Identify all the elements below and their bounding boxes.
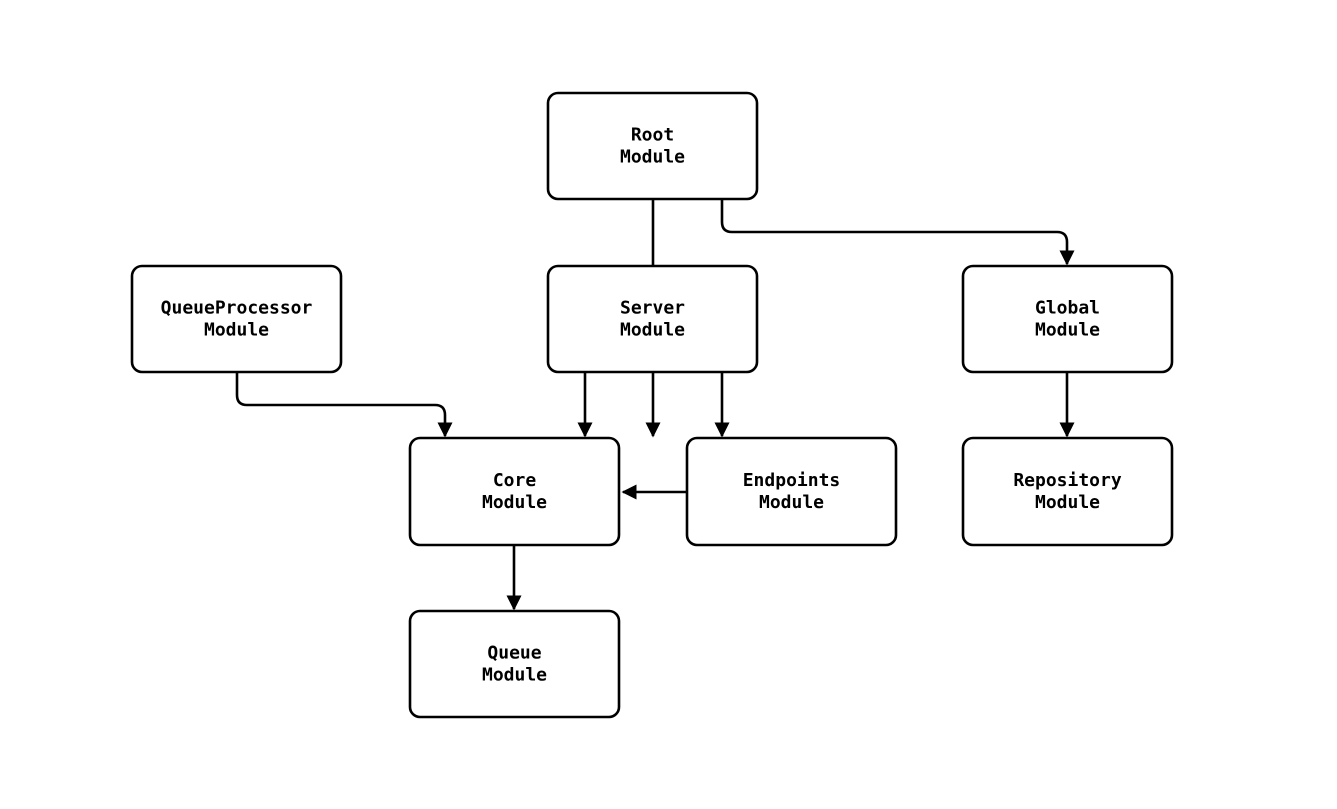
node-box: [961, 436, 1174, 547]
node-box: [546, 264, 759, 374]
node-box: [961, 264, 1174, 374]
node-box: [408, 436, 621, 547]
edge-root-module-to-global-module: [720, 197, 1075, 266]
node-box: [130, 264, 343, 374]
edge-queueprocessor-module-to-core-module: [235, 371, 453, 438]
node-box: [685, 436, 898, 547]
node-box: [546, 91, 759, 201]
node-box: [408, 609, 621, 719]
